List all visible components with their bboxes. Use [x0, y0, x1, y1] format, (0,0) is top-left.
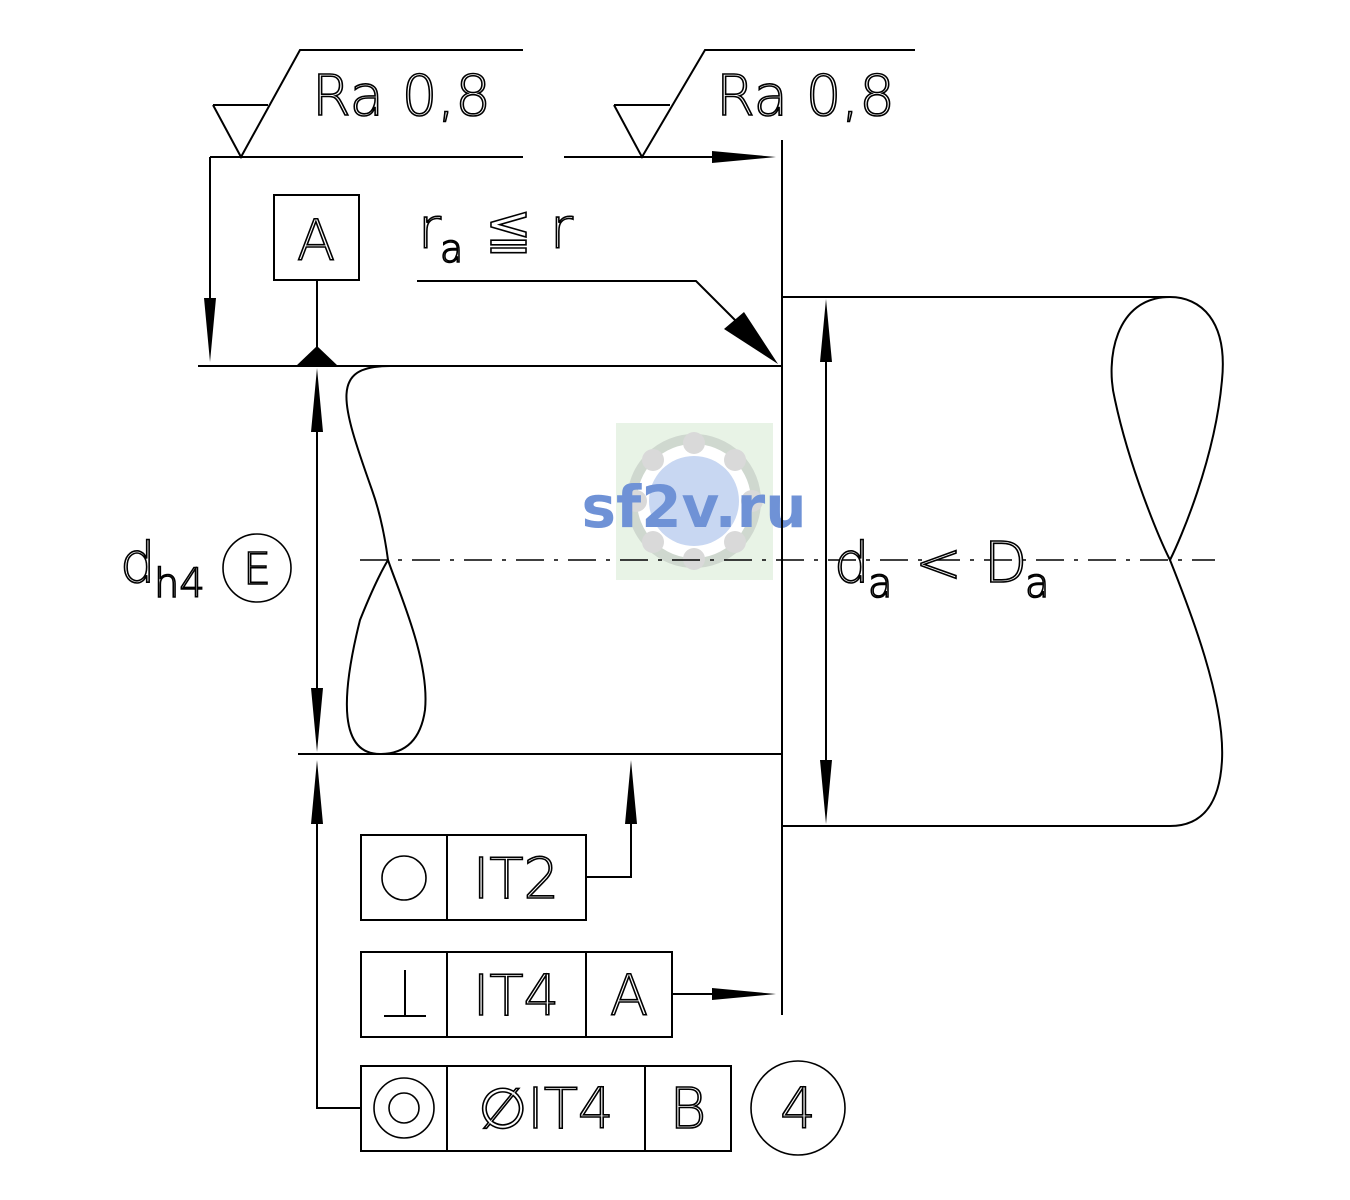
envelope-requirement-label: E — [243, 544, 271, 595]
fillet-leader — [417, 280, 739, 324]
housing-diameter-dimension — [820, 299, 832, 824]
fillet-r-label: r — [418, 197, 441, 262]
roughness-symbol-right — [613, 49, 915, 160]
perpendicularity-datum: A — [610, 964, 648, 1029]
coaxiality-datum: B — [670, 1077, 707, 1142]
roundness-tolerance-value: IT2 — [473, 847, 559, 912]
fcf-perpendicularity: IT4 A — [360, 951, 776, 1038]
perpendicularity-tolerance-value: IT4 — [473, 964, 559, 1029]
housing-less-than: < — [915, 531, 962, 596]
housing-d-subscript: a — [868, 561, 893, 607]
coaxiality-tolerance-value: ∅IT4 — [478, 1077, 613, 1142]
housing-D-label: D — [984, 531, 1027, 596]
datum-a-triangle-icon — [296, 346, 338, 366]
shaft-diameter-dimension — [311, 368, 323, 752]
fillet-relation-symbol: ≦ — [485, 197, 532, 262]
note-circle-icon — [750, 1060, 846, 1156]
bearing-balls-icon — [625, 432, 763, 570]
datum-a-label: A — [297, 209, 335, 274]
fcf-coaxiality: ∅IT4 B 4 — [311, 760, 846, 1156]
perpendicularity-symbol-icon — [384, 970, 426, 1017]
shaft-outline — [198, 365, 782, 756]
fillet-arrowhead-icon — [724, 312, 778, 364]
datum-a-box — [273, 194, 360, 281]
fcf-roundness: IT2 — [360, 760, 637, 921]
fillet-r-subscript: a — [440, 227, 463, 271]
watermark: sf2v.ru — [581, 423, 807, 580]
housing-D-subscript: a — [1025, 561, 1050, 607]
watermark-text: sf2v.ru — [581, 473, 806, 541]
roughness-left-label: Ra 0,8 — [312, 64, 491, 129]
roughness-symbol-left — [212, 49, 523, 160]
coaxiality-symbol-icon — [373, 1077, 435, 1139]
housing-d-label: d — [834, 531, 870, 596]
coaxiality-note-number: 4 — [780, 1077, 816, 1142]
envelope-circle-icon — [222, 533, 292, 603]
roughness-right-label: Ra 0,8 — [716, 64, 895, 129]
roundness-symbol-icon — [381, 855, 427, 901]
shaft-tolerance-subscript: h4 — [154, 561, 205, 607]
bearing-inner-icon — [649, 456, 739, 546]
housing-outline — [782, 296, 1224, 827]
roughness-leaders — [204, 151, 776, 362]
fillet-r-right-label: r — [550, 197, 573, 262]
shaft-d-label: d — [120, 531, 156, 596]
